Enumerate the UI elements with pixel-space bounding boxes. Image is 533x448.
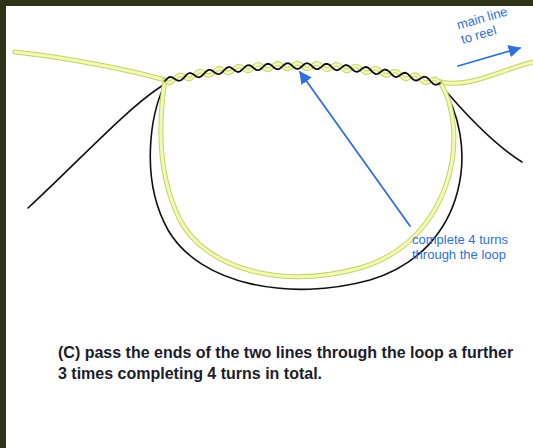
yellow-line-right-edge xyxy=(440,62,533,83)
black-line-left xyxy=(28,84,165,208)
yellow-line-left-edge xyxy=(15,52,165,80)
yellow-loop-edge xyxy=(161,80,454,277)
reel-label: main line to reel xyxy=(455,1,523,47)
reel-arrow xyxy=(458,48,520,66)
yellow-line-left xyxy=(15,52,165,80)
frame-top xyxy=(0,0,533,6)
turns-label: complete 4 turns through the loop xyxy=(412,232,528,262)
leader-arrow xyxy=(300,72,410,226)
caption-text: (C) pass the ends of the two lines throu… xyxy=(58,342,524,384)
yellow-loop xyxy=(161,80,454,277)
yellow-line-right xyxy=(440,62,533,83)
frame-left xyxy=(0,0,6,448)
